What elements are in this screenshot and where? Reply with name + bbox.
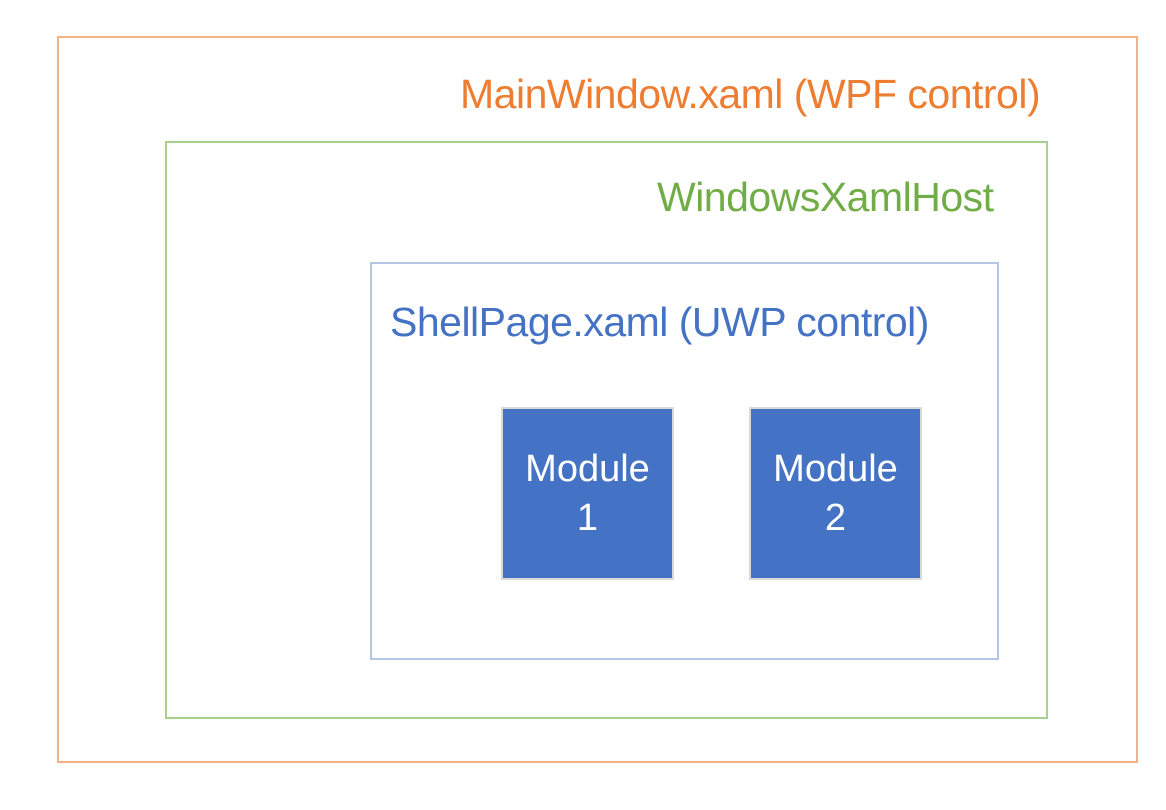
- module-2-label-line1: Module: [773, 447, 898, 490]
- shellpage-uwp-label: ShellPage.xaml (UWP control): [390, 299, 929, 345]
- module-1-label-line1: Module: [525, 447, 650, 490]
- module-1-box: Module 1: [501, 407, 674, 580]
- windowsxamlhost-label: WindowsXamlHost: [657, 174, 994, 220]
- windowsxamlhost-box: [165, 141, 1048, 719]
- module-2-box: Module 2: [749, 407, 922, 580]
- module-1-label-line2: 1: [576, 496, 599, 539]
- mainwindow-wpf-label: MainWindow.xaml (WPF control): [460, 71, 1041, 117]
- module-2-label-line2: 2: [824, 496, 847, 539]
- shellpage-uwp-box: [370, 262, 999, 660]
- mainwindow-wpf-box: [57, 36, 1138, 763]
